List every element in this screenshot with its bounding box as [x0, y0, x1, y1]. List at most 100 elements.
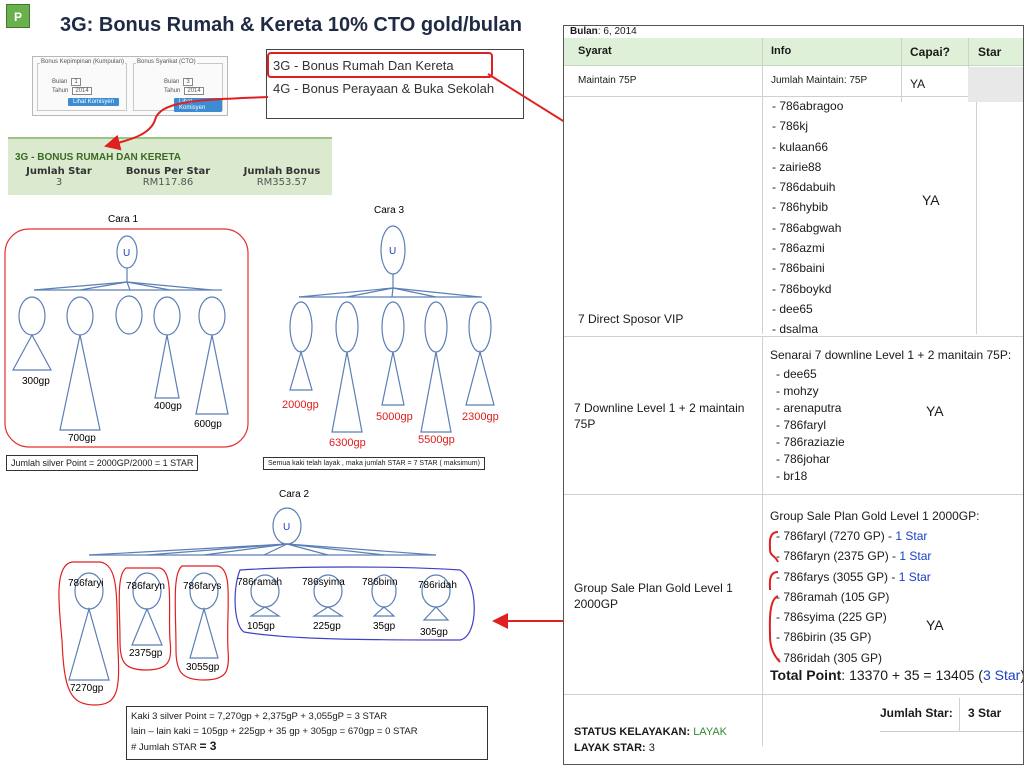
list-item: - 786faryn (2375 GP) - 1 Star	[776, 549, 932, 564]
row3-list: - dee65 - mohzy - arenaputra - 786faryl …	[776, 366, 845, 485]
cara2-summary: Kaki 3 silver Point = 7,270gp + 2,375gP …	[126, 706, 488, 760]
list-item: - 786baini	[772, 261, 825, 276]
slide-badge: P	[6, 4, 30, 28]
status-value: LAYAK	[693, 726, 728, 738]
list-item: - zairie88	[772, 159, 822, 174]
total-star: 3 Star	[982, 667, 1021, 683]
jumlah-star-col: Jumlah Star 3	[24, 166, 94, 188]
leg1-outline	[58, 561, 120, 706]
list-item: - 786dabuih	[772, 180, 836, 195]
jumlah-star-value: 3	[55, 177, 63, 188]
cara1-gp1: 300gp	[22, 376, 50, 387]
list-item: - 786birin (35 GP)	[776, 630, 872, 645]
cara2-gp2: 2375gp	[129, 648, 163, 659]
bonus-per-star-col: Bonus Per Star RM117.86	[120, 166, 216, 188]
list-item: - 786boykd	[772, 281, 832, 296]
row4-brackets	[768, 531, 781, 663]
tree-diagrams: Cara 1 U 300gp 700gp 400gp 600gp Cara 3 …	[4, 96, 563, 706]
bulan-label-2: Bulan	[164, 79, 180, 85]
list-item: - br18	[776, 469, 808, 483]
header-info: Info	[771, 45, 792, 57]
menu-highlight	[267, 52, 493, 78]
jumlah-star-value: 3 Star	[968, 706, 1002, 720]
list-item: - arenaputra	[776, 401, 842, 415]
bulan-select-1[interactable]: 1	[71, 78, 81, 86]
bulan-select-2[interactable]: 3	[183, 78, 193, 86]
header-syarat: Syarat	[578, 45, 612, 57]
status-label: STATUS KELAYAKAN:	[574, 726, 691, 738]
list-item: - kulaan66	[772, 139, 829, 154]
slide-title: 3G: Bonus Rumah & Kereta 10% CTO gold/bu…	[60, 14, 522, 36]
cara1-title: Cara 1	[108, 214, 138, 225]
tahun-label-2: Tahun	[164, 88, 181, 94]
list-item: - 786farys (3055 GP) - 1 Star	[776, 569, 931, 584]
cara1-gp4: 600gp	[194, 419, 222, 430]
panel-bulan-label: Bulan	[570, 26, 598, 37]
row2-capai: YA	[922, 192, 940, 208]
list-item: - dee65	[772, 301, 813, 316]
cara3-gp1: 2000gp	[282, 399, 319, 411]
cara3-gp2: 6300gp	[329, 437, 366, 449]
bulan-label: Bulan	[52, 79, 68, 85]
list-item: - 786ramah (105 GP)	[776, 589, 890, 604]
jumlah-star-head: Jumlah Star	[26, 166, 92, 177]
panel-bulan-value: : 6, 2014	[597, 26, 637, 37]
list-item: - dee65	[776, 367, 817, 381]
cara2-leg5: 786syima	[302, 577, 345, 588]
cara2-line2: lain – lain kaki = 105gp + 225gp + 35 gp…	[131, 726, 418, 737]
list-item: - 786kj	[772, 119, 809, 134]
small-legs-outline	[234, 566, 475, 641]
tahun-label: Tahun	[52, 88, 69, 94]
bonus-per-star-value: RM117.86	[142, 177, 194, 188]
cara2-line3-value: = 3	[199, 739, 217, 753]
menu-item-4g[interactable]: 4G - Bonus Perayaan & Buka Sekolah	[273, 81, 495, 96]
list-item: - mohzy	[776, 384, 819, 398]
list-item: - 786faryl (7270 GP) - 1 Star	[776, 529, 928, 543]
list-item: - 786faryl	[776, 418, 827, 432]
total-end: )	[1020, 667, 1023, 683]
view-commission-button-1[interactable]: Lihat Komisyen	[68, 98, 120, 106]
cara2-leg4: 786ramah	[237, 577, 282, 588]
jumlah-star-box: Jumlah Star: 3 Star	[880, 698, 1023, 732]
header-capai: Capai?	[910, 45, 951, 59]
arrow-menu-to-summary	[104, 96, 269, 151]
list-item: - 786syima (225 GP)	[776, 610, 887, 625]
cara2-gp4: 105gp	[247, 621, 275, 632]
cara1-frame	[4, 228, 249, 448]
tahun-select-1[interactable]: 2014	[72, 87, 92, 95]
bulan-row: Bulan: 6, 2014	[570, 26, 637, 37]
group2-legend: Bonus Syarikat (CTO)	[136, 59, 197, 65]
cara2-gp3: 3055gp	[186, 662, 220, 673]
bonus-per-star-head: Bonus Per Star	[125, 166, 211, 177]
table-header	[564, 38, 1023, 66]
cara2-gp6: 35gp	[373, 621, 396, 632]
cara3-gp4: 5500gp	[418, 434, 455, 446]
header-star: Star	[978, 45, 1002, 59]
row1-info: Jumlah Maintain: 75P	[771, 75, 868, 86]
list-item: - 786abragoo	[772, 99, 844, 113]
row3-syarat: 7 Downline Level 1 + 2 maintain 75P	[574, 401, 745, 431]
cara2-line3-prefix: # Jumlah STAR	[131, 742, 197, 753]
status-row: STATUS KELAYAKAN: LAYAK	[574, 726, 727, 738]
row4-capai: YA	[926, 617, 944, 633]
leg2-outline	[118, 567, 172, 671]
cara2-line3: # Jumlah STAR = 3	[131, 739, 483, 755]
bonus-heading: 3G - BONUS RUMAH DAN KERETA	[15, 152, 181, 163]
row4-syarat: Group Sale Plan Gold Level 1 2000GP	[574, 581, 733, 611]
total-calc: : 13370 + 35 = 13405 (	[841, 667, 983, 683]
qualification-panel: Bulan: 6, 2014 Syarat Info Capai? Star M…	[563, 25, 1024, 765]
tahun-select-2[interactable]: 2014	[184, 87, 204, 95]
cara1-root: U	[123, 248, 130, 259]
layak-label: LAYAK STAR:	[574, 742, 646, 754]
list-item: - 786hybib	[772, 200, 829, 215]
cara2-leg1: 786faryi	[68, 578, 104, 589]
list-item: - 786raziazie	[776, 435, 845, 449]
cara2-leg6: 786birin	[362, 577, 398, 588]
list-item: - 786ridah (305 GP)	[776, 650, 883, 665]
menu-item-3g[interactable]: 3G - Bonus Rumah Dan Kereta	[273, 58, 454, 73]
list-item: - dsalma	[772, 322, 819, 337]
list-item: - 786abgwah	[772, 220, 842, 235]
cara2-title: Cara 2	[279, 489, 309, 500]
cara2-gp7: 305gp	[420, 627, 448, 638]
cara3-gp5: 2300gp	[462, 411, 499, 423]
